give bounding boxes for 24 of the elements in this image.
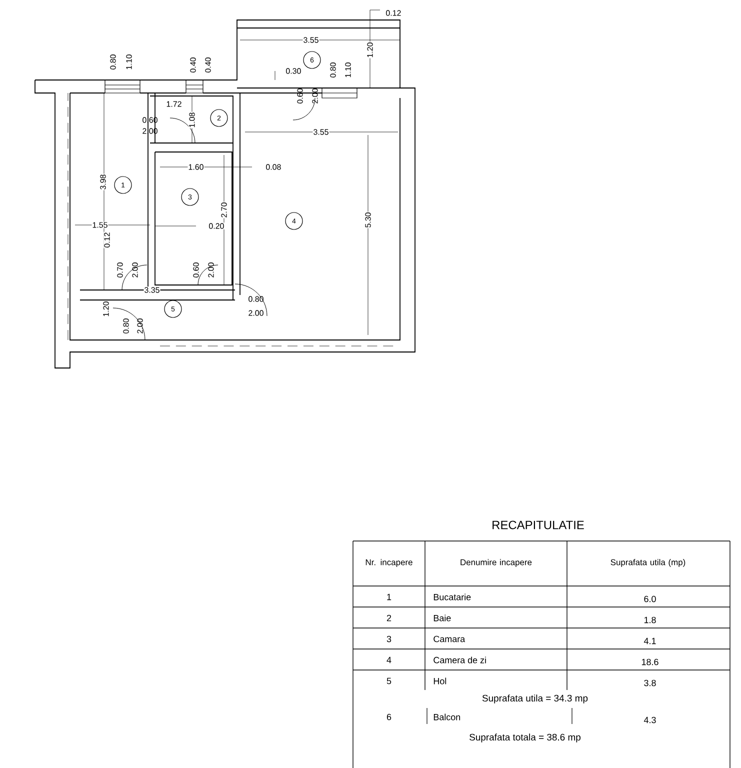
table-header-cell: Denumire incapere xyxy=(460,559,532,567)
table-cell: 2 xyxy=(386,614,392,622)
table-header-cell: Nr. incapere xyxy=(366,559,412,567)
table-cell: 1.8 xyxy=(644,616,656,624)
table-cell: Balcon xyxy=(434,714,460,720)
table-cell: Bucatarie xyxy=(434,594,471,600)
table-cell: 4.1 xyxy=(644,638,656,644)
table-cell: 1 xyxy=(387,594,392,600)
table-cell: 3 xyxy=(386,636,392,642)
table-cell: 5 xyxy=(386,678,392,684)
table-cell: 3.8 xyxy=(644,680,656,686)
table-cell: Camara xyxy=(434,636,466,642)
table-header-cell: Suprafata utila (mp) xyxy=(610,559,686,567)
table-cell: Baie xyxy=(434,614,451,622)
table-title: RECAPITULATIE xyxy=(492,520,584,530)
table-cell: 6.0 xyxy=(644,596,656,602)
table-cell: 6 xyxy=(386,714,392,720)
summary-text: Suprafata utila = 34.3 mp xyxy=(482,694,588,704)
table-cell: 4.3 xyxy=(644,716,656,724)
table-cell: 4 xyxy=(386,656,392,664)
table-cell: 18.6 xyxy=(642,658,658,666)
table-cell: Camera de zi xyxy=(434,656,486,664)
table-cell: Hol xyxy=(434,678,446,684)
summary-text: Suprafata totala = 38.6 mp xyxy=(470,734,580,742)
